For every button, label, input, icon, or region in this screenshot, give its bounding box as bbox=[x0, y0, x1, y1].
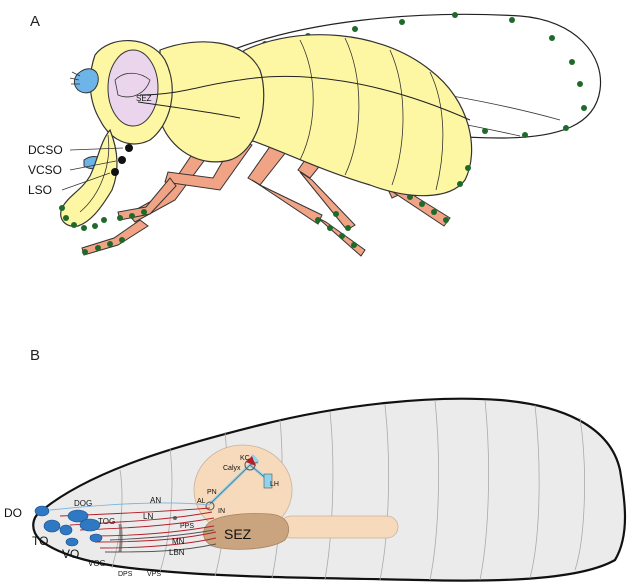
sez-label-adult: SEZ bbox=[136, 94, 152, 103]
label-vo: VO bbox=[62, 547, 79, 561]
label-do: DO bbox=[4, 506, 22, 520]
label-pps: PPS bbox=[180, 523, 194, 530]
label-vog: VOG bbox=[88, 559, 106, 568]
label-vps: VPS bbox=[147, 571, 161, 578]
label-in: IN bbox=[218, 508, 225, 515]
fly-antenna-icon bbox=[73, 68, 99, 94]
label-an: AN bbox=[150, 496, 161, 505]
label-vcso: VCSO bbox=[28, 163, 62, 177]
panel-b-letter: B bbox=[30, 347, 40, 364]
label-ln: LN bbox=[143, 512, 153, 521]
label-pn: PN bbox=[207, 489, 217, 496]
label-al: AL bbox=[197, 498, 206, 505]
panel-b: B SEZ bbox=[4, 347, 627, 582]
panel-a: A bbox=[28, 12, 602, 257]
panel-a-letter: A bbox=[30, 13, 40, 30]
larva-sez bbox=[203, 513, 290, 550]
labellum-sensilla bbox=[59, 205, 107, 231]
leg-sensilla bbox=[82, 194, 449, 255]
larva-chemosensory-organs bbox=[34, 505, 103, 547]
fly-thorax bbox=[159, 41, 265, 163]
label-dcso: DCSO bbox=[28, 143, 63, 157]
fly-proboscis bbox=[60, 128, 118, 227]
label-tog: TOG bbox=[98, 517, 115, 526]
label-sez-larva: SEZ bbox=[224, 526, 252, 542]
label-dog: DOG bbox=[74, 499, 92, 508]
label-to: TO bbox=[32, 534, 48, 548]
label-lh: LH bbox=[270, 481, 279, 488]
fly-brain bbox=[107, 49, 159, 127]
label-lso: LSO bbox=[28, 183, 52, 197]
ventral-nerve-cord bbox=[279, 515, 399, 539]
label-mn: MN bbox=[172, 537, 185, 546]
label-calyx: Calyx bbox=[223, 465, 241, 472]
label-dps: DPS bbox=[118, 571, 133, 578]
label-lbn: LBN bbox=[169, 548, 185, 557]
label-kc: KC bbox=[240, 455, 250, 462]
